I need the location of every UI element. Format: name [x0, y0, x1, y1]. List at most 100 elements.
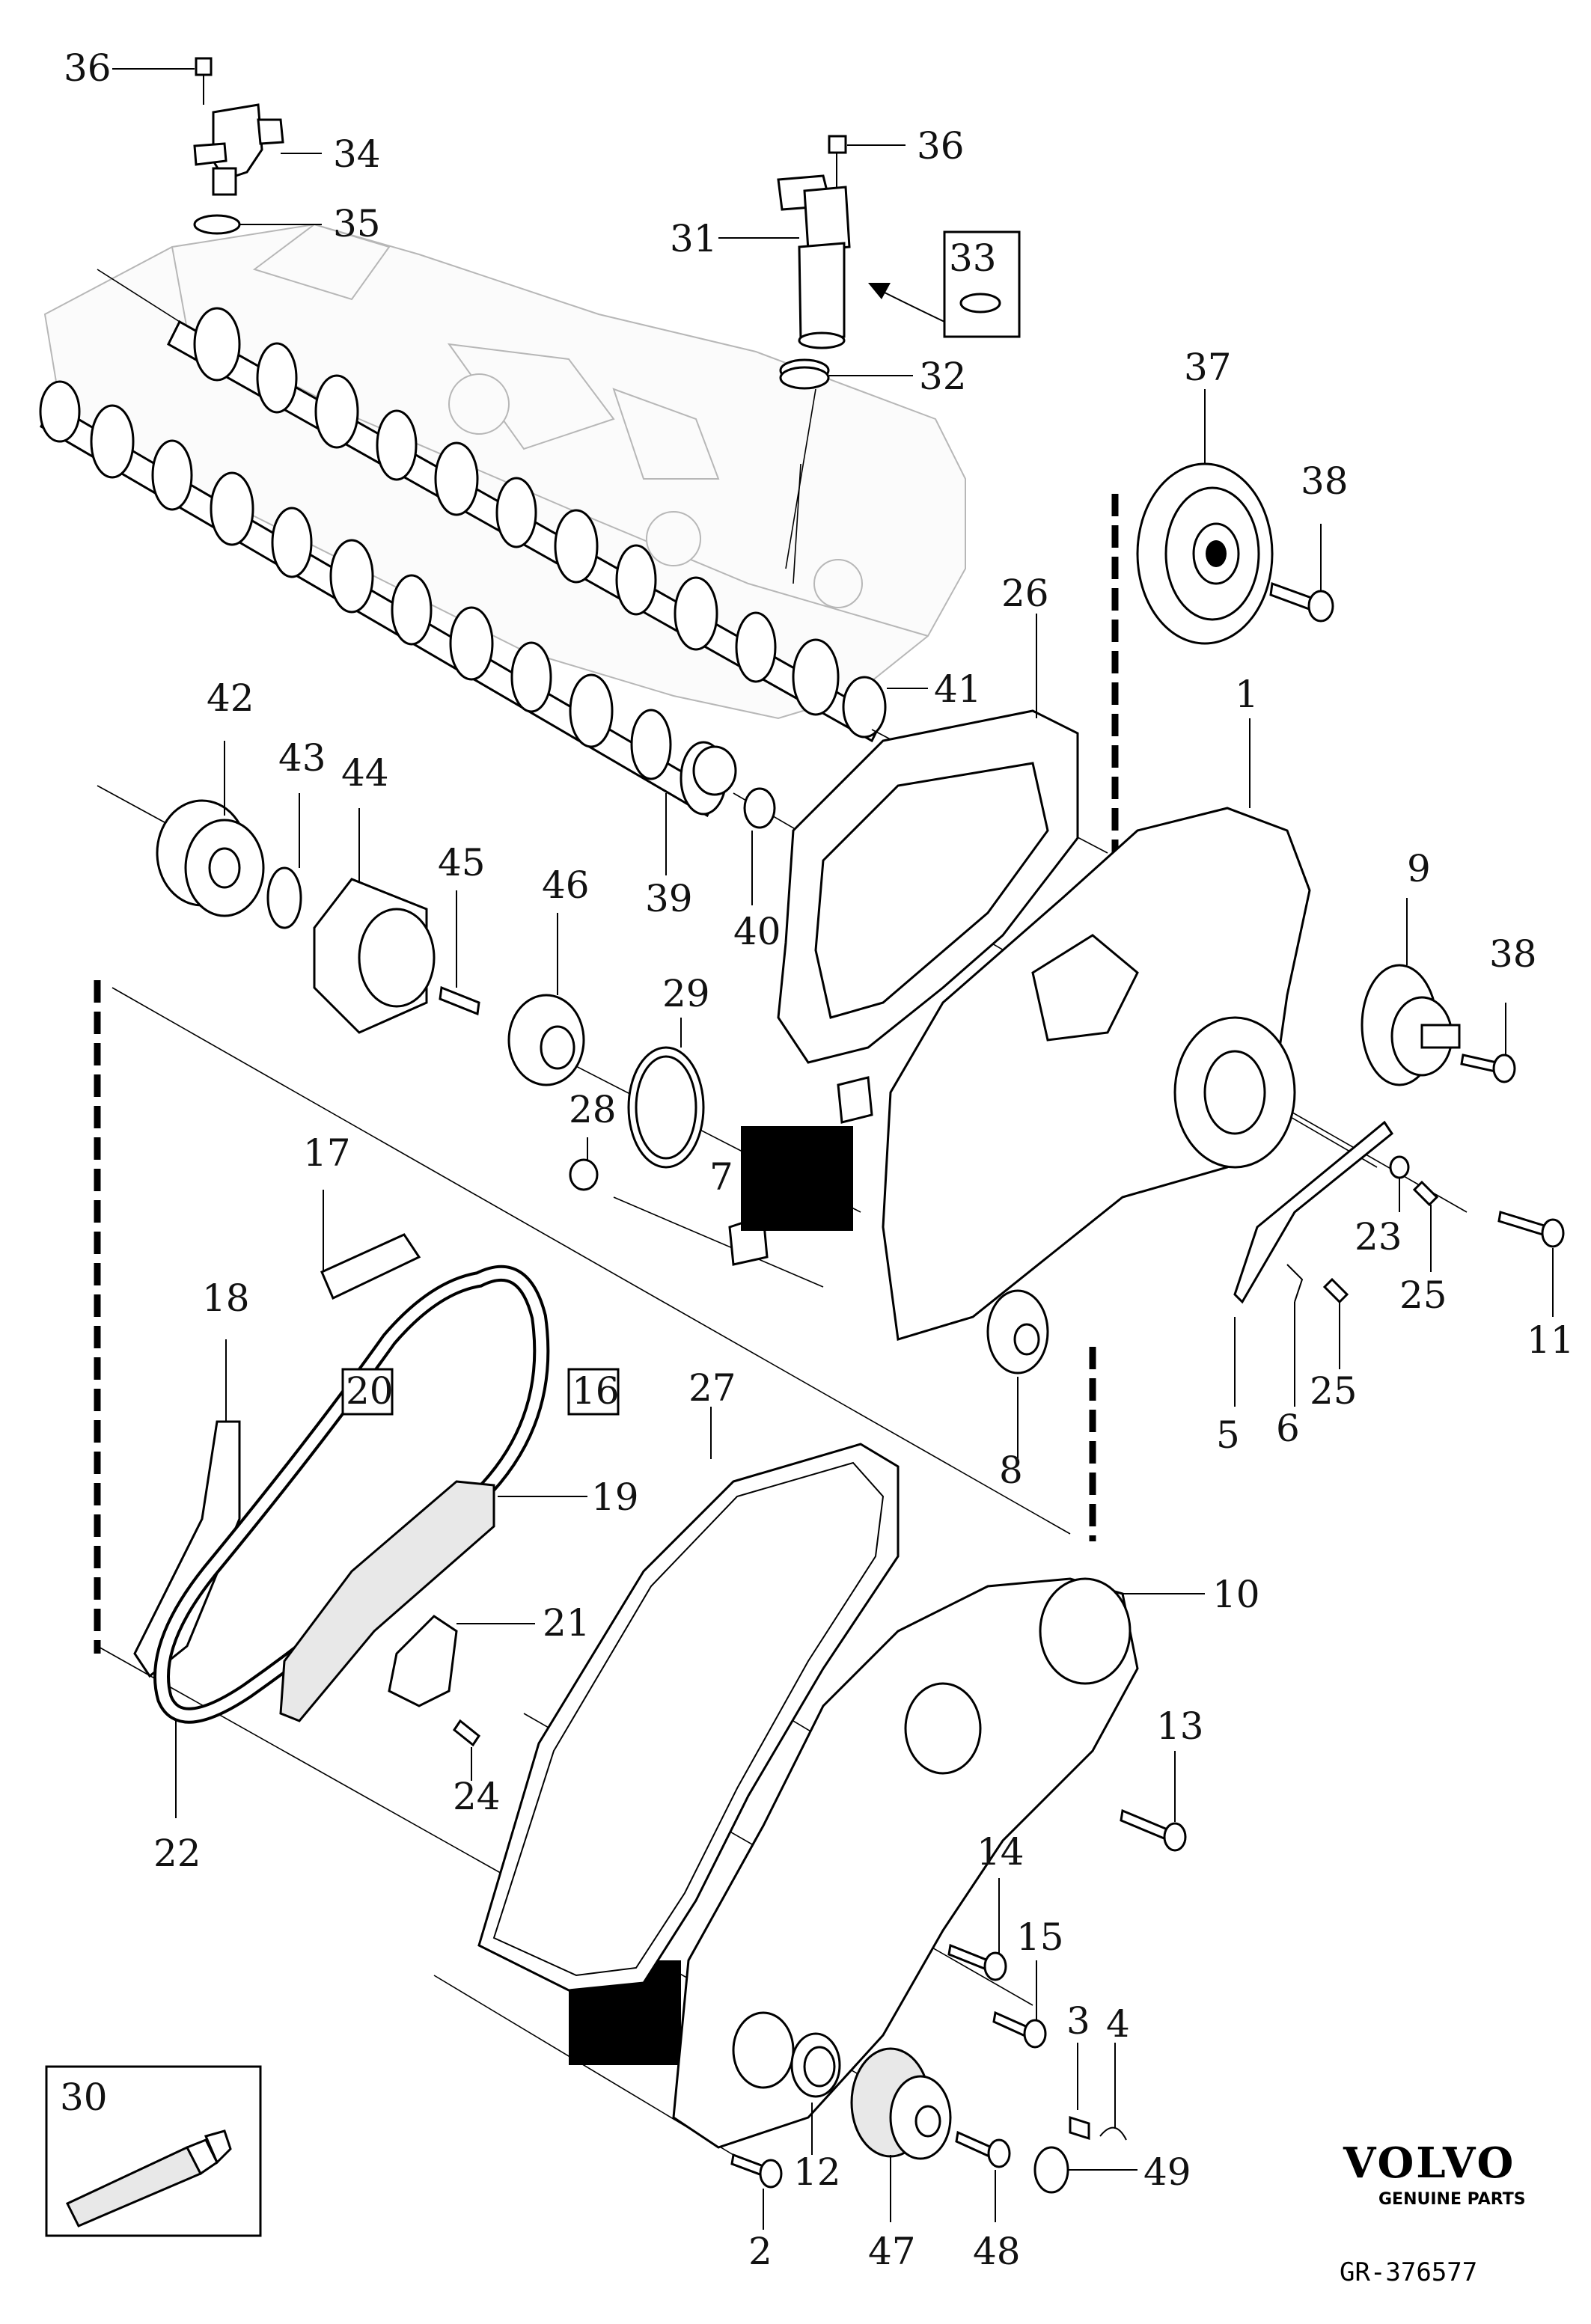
part-30-sealant-box [45, 2065, 262, 2237]
callout-10: 10 [1212, 1573, 1260, 1616]
part-5-bracket [1233, 1120, 1394, 1407]
part-19-tensioner-rail [279, 1480, 587, 1722]
part-23-washer [1389, 1155, 1410, 1212]
camshaft-lower [39, 380, 727, 818]
callout-42: 42 [207, 676, 254, 720]
callout-14: 14 [977, 1830, 1024, 1874]
part-10-front-cover [672, 1577, 1205, 2149]
part-35-o-ring-left [193, 214, 322, 235]
callout-23: 23 [1355, 1215, 1402, 1259]
part-42-gear [156, 741, 265, 917]
part-43-o-ring [266, 793, 302, 929]
part-1-rear-cover [882, 718, 1311, 1341]
callout-5: 5 [1216, 1413, 1240, 1457]
callout-6: 6 [1276, 1407, 1300, 1450]
callout-41: 41 [934, 667, 982, 711]
callout-34: 34 [333, 132, 381, 176]
callout-28: 28 [569, 1088, 617, 1131]
part-34-solenoid-left [193, 103, 322, 196]
part-32-seal-center [779, 358, 913, 390]
callout-25: 25 [1399, 1273, 1447, 1317]
callout-44: 44 [341, 751, 389, 795]
part-14-bolt [947, 1878, 1007, 1981]
part-4-clip [1099, 2043, 1127, 2141]
callout-26: 26 [1001, 572, 1049, 615]
part-44-sleeve [313, 808, 436, 1034]
part-2-bolt [730, 2153, 783, 2230]
callout-38: 38 [1489, 932, 1537, 976]
part-13-bolt [1120, 1751, 1187, 1852]
callout-47: 47 [868, 2230, 916, 2273]
callout-33: 33 [949, 236, 997, 280]
callout-29: 29 [662, 972, 710, 1015]
part-11-bolt [1497, 1211, 1565, 1317]
callout-36: 36 [917, 124, 965, 168]
part-46-sprocket [507, 913, 585, 1086]
brand-tagline: GENUINE PARTS [1378, 2190, 1526, 2209]
part-6-clip [1286, 1264, 1304, 1407]
callout-15: 15 [1016, 1915, 1064, 1959]
reference-code: GR-376577 [1340, 2257, 1477, 2287]
part-36-bolt-right [828, 135, 906, 187]
callout-11: 11 [1527, 1318, 1575, 1362]
part-7-dowels [728, 1076, 873, 1266]
camshaft-upper [167, 307, 887, 743]
part-17-guide-clip [320, 1190, 421, 1300]
part-12-oil-seal [790, 2032, 841, 2155]
part-45-bolt [439, 890, 480, 1016]
boxed-callout-16 [567, 1368, 620, 1416]
part-37-vvt-unit [1136, 389, 1274, 645]
part-27-front-gasket [477, 1407, 900, 1992]
callout-3: 3 [1066, 1999, 1090, 2043]
part-31-solenoid-center [718, 174, 851, 569]
part-26-gasket [777, 614, 1079, 1064]
callout-24: 24 [453, 1775, 501, 1818]
part-38-bolt-upper [1269, 524, 1334, 623]
callout-40: 40 [733, 910, 781, 953]
brand-logo-text: VOLVO [1343, 2138, 1515, 2188]
callout-17: 17 [303, 1131, 351, 1175]
callout-7: 7 [709, 1155, 733, 1199]
callout-45: 45 [438, 841, 486, 884]
callout-43: 43 [278, 736, 326, 780]
callout-27: 27 [688, 1366, 736, 1410]
part-18-chain-guide [133, 1339, 241, 1678]
part-48-bolt [955, 2130, 1011, 2222]
part-33-o-ring-boxed [868, 230, 1021, 338]
boxed-callout-20 [341, 1368, 394, 1416]
callout-19: 19 [591, 1476, 639, 1519]
callout-46: 46 [542, 863, 590, 907]
part-25-bolts [1322, 1180, 1439, 1369]
callout-12: 12 [793, 2150, 841, 2194]
callout-8: 8 [999, 1449, 1023, 1492]
callout-38: 38 [1301, 459, 1349, 503]
part-8-crank-sprocket [986, 1289, 1049, 1459]
callout-39: 39 [645, 877, 693, 920]
callout-2: 2 [748, 2230, 772, 2273]
callout-16: 16 [572, 1369, 620, 1413]
part-28-clip [569, 1137, 599, 1191]
callout-30: 30 [60, 2076, 108, 2119]
brand-block: VOLVO GENUINE PARTS GR-376577 [1340, 2138, 1526, 2287]
callout-1: 1 [1235, 673, 1259, 716]
part-39-camshaft-end [665, 745, 737, 875]
callout-20: 20 [346, 1369, 394, 1413]
callout-9: 9 [1407, 847, 1431, 890]
part-9-sprocket [1361, 898, 1461, 1086]
callout-31: 31 [670, 217, 718, 260]
arrow-icon [875, 287, 945, 322]
part-21-tensioner [388, 1615, 535, 1707]
callout-48: 48 [973, 2230, 1021, 2273]
callout-labels: 36 34 35 36 31 33 32 37 38 26 41 1 42 43… [60, 46, 1575, 2273]
part-38-bolt-lower [1460, 1003, 1516, 1083]
part-24-bolt [452, 1719, 481, 1781]
callout-36: 36 [64, 46, 112, 90]
part-3-dowel [1069, 2043, 1090, 2141]
part-40-seal [743, 787, 776, 905]
part-47-crank-pulley [850, 2047, 952, 2222]
callout-49: 49 [1143, 2150, 1191, 2194]
part-29-gasket-ring [627, 1018, 705, 1169]
sealant-tube-icon [65, 2129, 232, 2227]
callout-25: 25 [1310, 1369, 1358, 1413]
